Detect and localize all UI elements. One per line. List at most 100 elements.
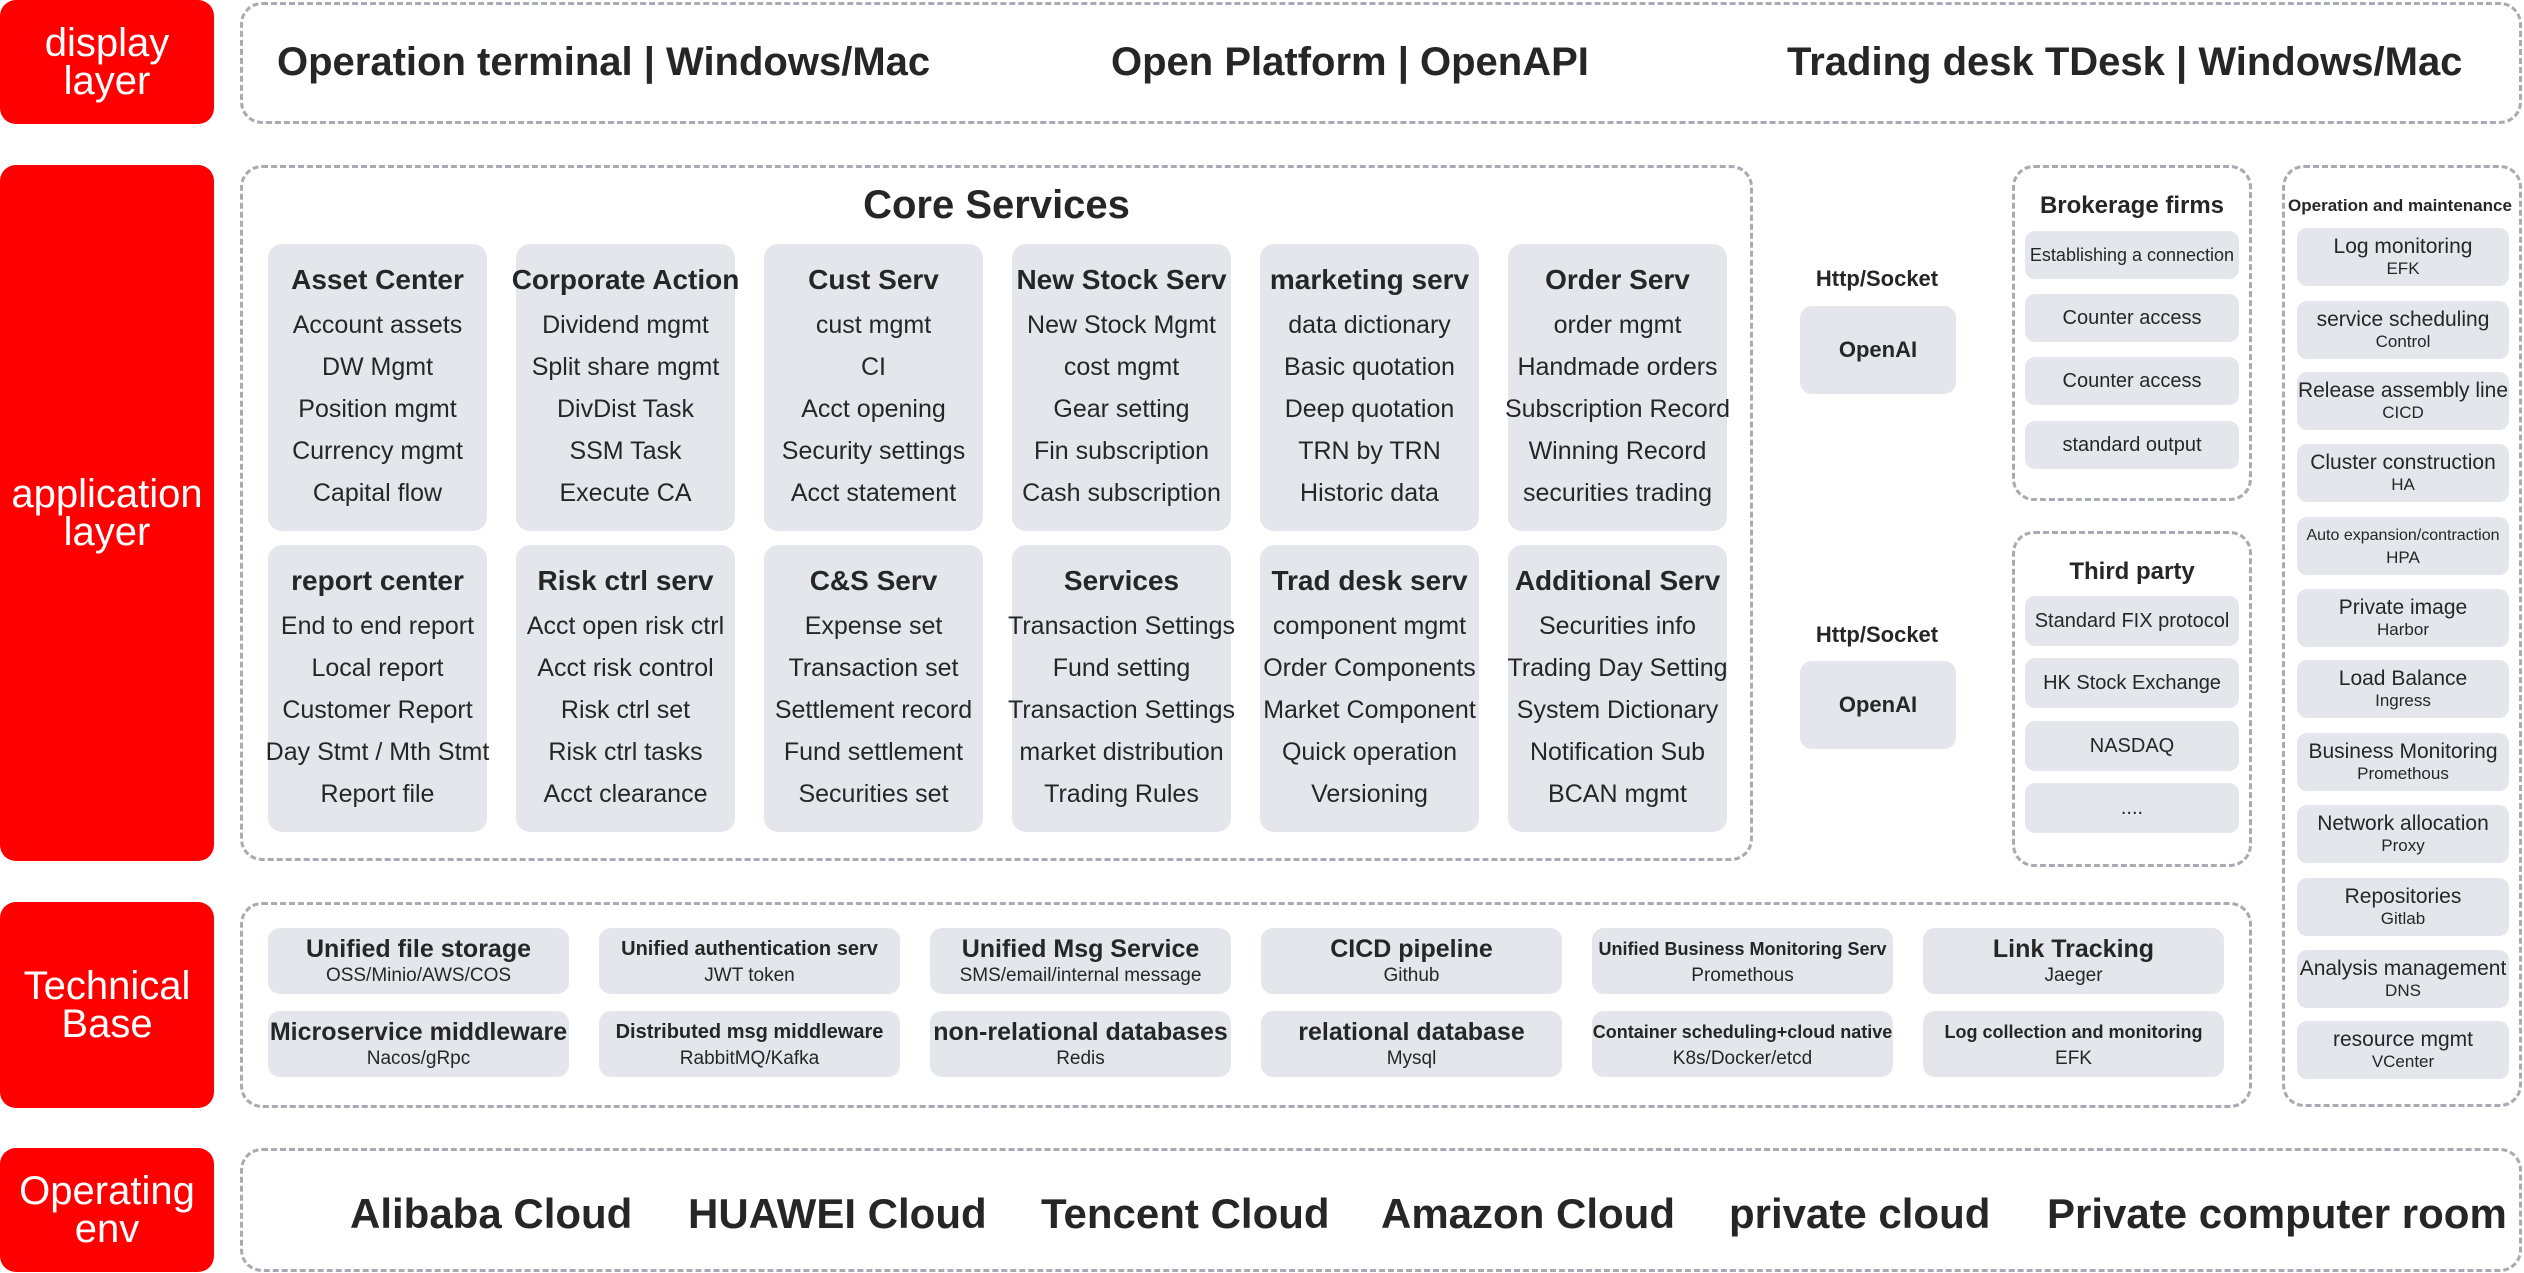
ops-item-name: Log monitoring bbox=[2333, 235, 2473, 258]
service-card-item: Dividend mgmt bbox=[542, 311, 709, 339]
display-item-operation-terminal: Operation terminal | Windows/Mac bbox=[277, 40, 931, 84]
service-card-item: Risk ctrl set bbox=[560, 696, 691, 724]
technical-item-tool: SMS/email/internal message bbox=[959, 965, 1202, 986]
service-card-item: Quick operation bbox=[1281, 738, 1458, 766]
protocol-label-top: Http/Socket bbox=[1815, 266, 1939, 291]
ops-item-tool: Proxy bbox=[2381, 836, 2425, 855]
ops-item-tool: CICD bbox=[2382, 403, 2424, 422]
display-layer-label: display layer bbox=[0, 0, 214, 124]
brokerage-item: Counter access bbox=[2025, 294, 2239, 342]
ops-item-name: Release assembly line bbox=[2297, 379, 2509, 402]
ops-item-name: Auto expansion/contraction bbox=[2306, 527, 2500, 544]
service-card-title: marketing serv bbox=[1269, 264, 1470, 295]
service-card-item: Market Component bbox=[1263, 696, 1476, 724]
service-card-item: Gear setting bbox=[1053, 395, 1190, 423]
env-amazon-cloud: Amazon Cloud bbox=[1381, 1190, 1675, 1237]
ops-item-tool: Ingress bbox=[2375, 691, 2431, 710]
service-card-item: Cash subscription bbox=[1022, 479, 1221, 507]
technical-item-tool: RabbitMQ/Kafka bbox=[679, 1048, 820, 1069]
service-card-item: DW Mgmt bbox=[321, 353, 434, 381]
service-card-item: Currency mgmt bbox=[292, 437, 463, 465]
application-layer-label: application layer bbox=[0, 165, 214, 861]
service-card-item: Order Components bbox=[1263, 654, 1476, 682]
service-card-item: order mgmt bbox=[1553, 311, 1682, 339]
ops-item-tool: DNS bbox=[2385, 981, 2421, 1000]
technical-item-name: Link Tracking bbox=[1992, 935, 2155, 963]
brokerage-item: Counter access bbox=[2025, 357, 2239, 405]
technical-item-tool: Mysql bbox=[1386, 1048, 1437, 1069]
technical-item-name: Log collection and monitoring bbox=[1944, 1022, 2203, 1042]
brokerage-title: Brokerage firms bbox=[2039, 192, 2225, 219]
service-card-item: Capital flow bbox=[312, 479, 443, 507]
technical-item-tool: Promethous bbox=[1691, 965, 1794, 986]
third-party-item: .... bbox=[2025, 783, 2239, 833]
service-card-item: CI bbox=[861, 353, 886, 381]
technical-item-name: Distributed msg middleware bbox=[615, 1021, 884, 1043]
service-card-item: securities trading bbox=[1523, 479, 1712, 507]
display-item-open-platform: Open Platform | OpenAPI bbox=[1111, 40, 1589, 84]
service-card-item: Versioning bbox=[1311, 780, 1428, 808]
service-card-title: Risk ctrl serv bbox=[537, 565, 714, 596]
ops-item-tool: HA bbox=[2391, 475, 2415, 494]
core-services-frame bbox=[240, 165, 1753, 861]
service-card-item: Execute CA bbox=[559, 479, 692, 507]
third-party-item: NASDAQ bbox=[2025, 721, 2239, 771]
service-card-item: Acct open risk ctrl bbox=[526, 612, 725, 640]
service-card-item: Account assets bbox=[292, 311, 463, 339]
technical-item-name: relational database bbox=[1298, 1018, 1525, 1046]
service-card-title: New Stock Serv bbox=[1016, 264, 1227, 295]
ops-item-name: Cluster construction bbox=[2310, 451, 2496, 474]
service-card-item: Report file bbox=[320, 780, 435, 808]
service-card-item: BCAN mgmt bbox=[1548, 780, 1687, 808]
brokerage-frame bbox=[2012, 165, 2252, 501]
ops-item-tool: Control bbox=[2375, 332, 2431, 351]
ops-item-name: Business Monitoring bbox=[2308, 740, 2498, 763]
third-party-frame bbox=[2012, 531, 2252, 867]
service-card-item: cust mgmt bbox=[815, 311, 932, 339]
service-card-item: Trading Day Setting bbox=[1507, 654, 1728, 682]
ops-item-tool: Gitlab bbox=[2380, 909, 2426, 928]
service-card-title: Order Serv bbox=[1545, 264, 1690, 295]
service-card-item: Settlement record bbox=[774, 696, 973, 724]
service-card-item: Risk ctrl tasks bbox=[548, 738, 703, 766]
service-card-item: Handmade orders bbox=[1517, 353, 1718, 381]
technical-item-name: Container scheduling+cloud native bbox=[1592, 1022, 1893, 1042]
technical-item-tool: Jaeger bbox=[2044, 965, 2103, 986]
service-card-item: component mgmt bbox=[1272, 612, 1467, 640]
third-party-item: Standard FIX protocol bbox=[2025, 596, 2239, 646]
service-card-item: Transaction set bbox=[788, 654, 959, 682]
service-card-item: Historic data bbox=[1300, 479, 1439, 507]
openai-box-top: OpenAI bbox=[1800, 306, 1956, 394]
service-card-item: TRN by TRN bbox=[1298, 437, 1441, 465]
service-card-item: Transaction Settings bbox=[1008, 696, 1235, 724]
technical-item-tool: Nacos/gRpc bbox=[366, 1048, 471, 1069]
service-card-item: Expense set bbox=[804, 612, 943, 640]
service-card-item: System Dictionary bbox=[1516, 696, 1719, 724]
service-card-item: Acct clearance bbox=[543, 780, 708, 808]
technical-item-name: non-relational databases bbox=[933, 1018, 1228, 1046]
display-layer-frame bbox=[240, 2, 2522, 124]
operating-env-label: Operating env bbox=[0, 1148, 214, 1272]
technical-base-label: Technical Base bbox=[0, 902, 214, 1108]
technical-item-tool: Github bbox=[1383, 965, 1440, 986]
openai-box-bottom: OpenAI bbox=[1800, 661, 1956, 749]
technical-item-tool: K8s/Docker/etcd bbox=[1672, 1048, 1813, 1069]
service-card-item: Customer Report bbox=[282, 696, 473, 724]
